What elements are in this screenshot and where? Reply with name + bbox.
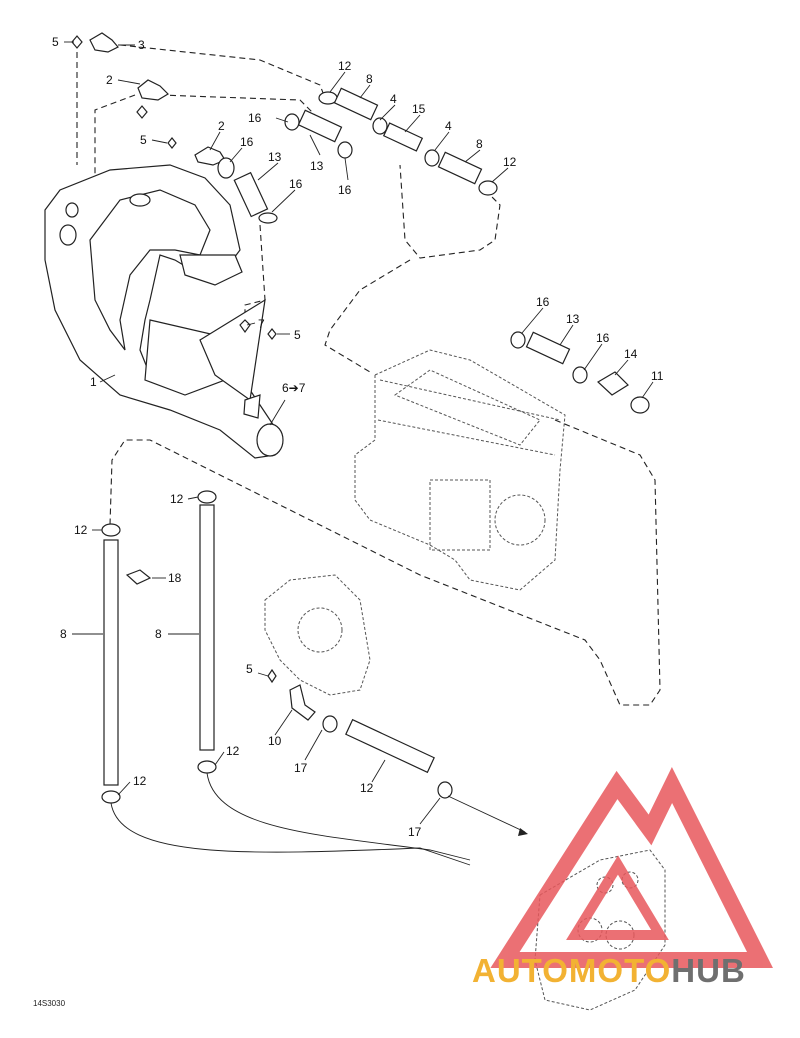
vertical-hoses <box>101 490 217 804</box>
callout-8: 8 <box>366 72 373 86</box>
lower-return-lines <box>110 772 528 866</box>
callout-14: 14 <box>624 347 638 361</box>
callout-12: 12 <box>338 59 352 73</box>
engine-block-outline <box>354 349 566 591</box>
callout-16: 16 <box>536 295 550 309</box>
callout-16: 16 <box>289 177 303 191</box>
upper-fittings <box>71 32 650 414</box>
callout-18: 18 <box>168 571 182 585</box>
callout-12: 12 <box>503 155 517 169</box>
callout-8: 8 <box>476 137 483 151</box>
callout-16: 16 <box>240 135 254 149</box>
callout-10: 11 <box>651 369 664 383</box>
lower-fittings <box>267 668 453 799</box>
callout-7: 7 <box>258 317 265 331</box>
callout-4: 4 <box>445 119 452 133</box>
callout-6-7: 6➔7 <box>282 381 306 395</box>
callout-13: 13 <box>268 150 282 164</box>
callout-11: 12 <box>360 781 374 795</box>
watermark-logo: AUTOMOTOHUB <box>472 952 746 990</box>
callout-16: 16 <box>596 331 610 345</box>
callout-12: 12 <box>74 523 88 537</box>
callout-17: 17 <box>294 761 308 775</box>
leader-lines <box>64 41 654 825</box>
callout-16: 16 <box>338 183 352 197</box>
callout-4: 4 <box>390 92 397 106</box>
logo-hub: HUB <box>671 952 746 989</box>
logo-auto: AUTO <box>472 952 569 989</box>
callout-5: 5 <box>140 133 147 147</box>
callout-5: 5 <box>52 35 59 49</box>
callout-3: 3 <box>138 38 145 52</box>
callout-8: 8 <box>60 627 67 641</box>
callout-12: 12 <box>133 774 147 788</box>
callout-17: 17 <box>408 825 422 839</box>
callout-16: 16 <box>248 111 262 125</box>
callout-15: 15 <box>412 102 426 116</box>
callout-5: 5 <box>294 328 301 342</box>
callout-9: 10 <box>268 734 282 748</box>
pump-housing-outline <box>264 574 371 696</box>
callout-8: 8 <box>155 627 162 641</box>
figure-ref: 14S3030 <box>33 999 66 1008</box>
callout-13: 13 <box>566 312 580 326</box>
callout-12: 12 <box>170 492 184 506</box>
watermark-triangle-icon <box>490 766 773 968</box>
callout-2: 2 <box>106 73 113 87</box>
logo-moto: MOTO <box>568 952 672 989</box>
callout-1: 1 <box>90 375 97 389</box>
callout-13: 13 <box>310 159 324 173</box>
callout-12: 12 <box>226 744 240 758</box>
callout-labels: 5 3 2 5 2 12 8 4 15 4 8 12 16 16 13 16 1… <box>52 35 664 839</box>
callout-2: 2 <box>218 119 225 133</box>
callout-5: 5 <box>246 662 253 676</box>
